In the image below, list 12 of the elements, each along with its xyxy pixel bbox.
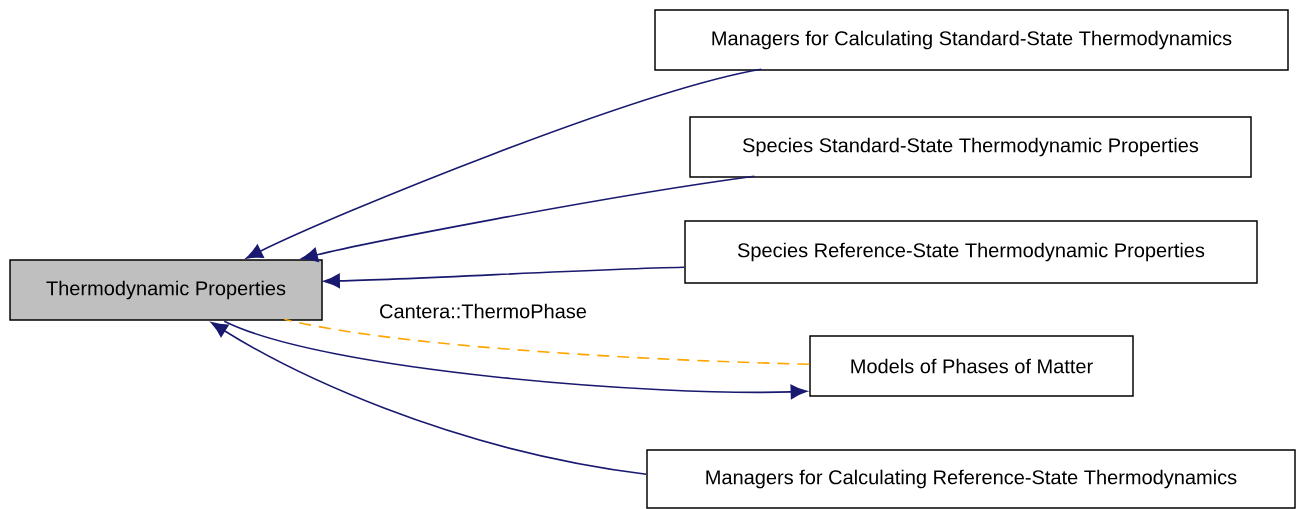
arrow xyxy=(323,266,686,289)
arrow xyxy=(301,175,756,263)
edge-label: Cantera::ThermoPhase xyxy=(377,302,589,320)
module-box: Managers for Calculating Standard-State Thermodynamics xyxy=(654,9,1289,71)
module-box: Models of Phases of Matter xyxy=(809,335,1134,397)
module-box: Species Standard-State Thermodynamic Properties xyxy=(689,116,1252,178)
module-box: Managers for Calculating Reference-State Thermodynamics xyxy=(646,449,1296,509)
group-box: Thermodynamic Properties xyxy=(9,259,323,321)
arrow xyxy=(210,322,648,476)
arrow xyxy=(246,68,763,259)
module-box: Species Reference-State Thermodynamic Properties xyxy=(684,220,1258,284)
arrow xyxy=(223,320,808,400)
